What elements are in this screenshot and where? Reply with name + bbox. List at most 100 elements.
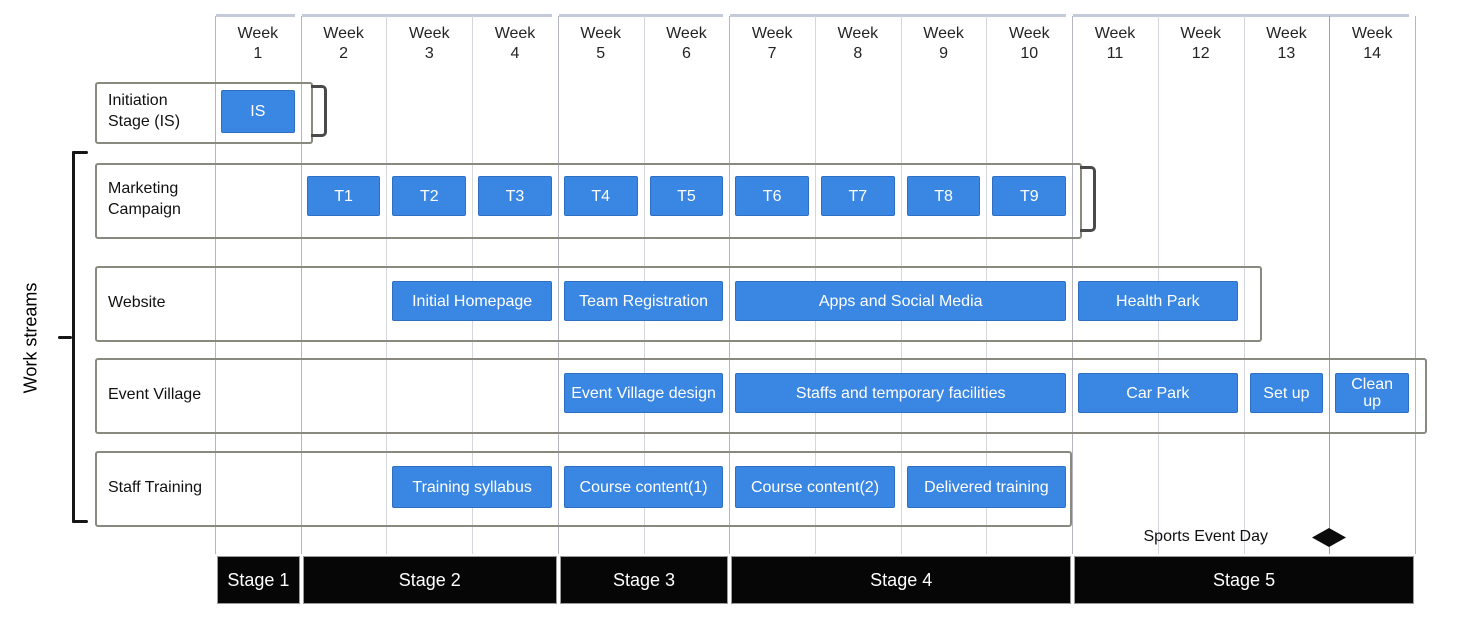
task-bar: T8: [906, 176, 981, 216]
task-bar: Clean up: [1335, 373, 1409, 413]
week-header: Week 10: [986, 24, 1072, 64]
stage-bar: Stage 3: [559, 556, 729, 604]
week-header-number: 11: [1106, 45, 1124, 62]
work-stream-label: Staff Training: [108, 478, 202, 496]
task-bar: T3: [478, 176, 552, 216]
week-header-unit: Week: [580, 25, 621, 42]
week-header-number: 7: [767, 45, 777, 62]
stage-cap-line: [558, 14, 724, 17]
work-stream-row-box: [95, 82, 313, 144]
bracket-vertical-line: [72, 151, 75, 523]
stage-cap-line: [730, 14, 1067, 17]
week-header: Week 12: [1158, 24, 1244, 64]
task-bar: T5: [649, 176, 724, 216]
stage-bar: Stage 2: [302, 556, 557, 604]
task-bar: Set up: [1249, 373, 1324, 413]
week-gridline: [1415, 16, 1416, 554]
task-bar: T2: [392, 176, 467, 216]
week-header-number: 9: [939, 45, 948, 62]
week-header: Week 9: [901, 24, 987, 64]
stage-bar: Stage 5: [1074, 556, 1414, 604]
week-gridline: [557, 16, 559, 554]
stage-cap-line: [301, 14, 552, 17]
week-header-unit: Week: [237, 25, 279, 42]
task-bar: Initial Homepage: [392, 281, 552, 321]
stage-bar: Stage 1: [217, 556, 300, 604]
task-bar: Delivered training: [906, 466, 1067, 508]
week-header-number: 12: [1191, 45, 1210, 62]
week-header: Week 8: [815, 24, 901, 64]
bracket-top-nub: [72, 151, 88, 154]
week-header-number: 8: [853, 45, 863, 62]
week-gridline: [300, 16, 302, 554]
task-bar: Event Village design: [563, 373, 724, 413]
week-header-unit: Week: [1266, 25, 1307, 42]
week-header-number: 2: [339, 45, 348, 62]
week-gridline: [386, 16, 388, 554]
week-gridline: [215, 16, 216, 554]
week-header-number: 13: [1277, 45, 1296, 62]
week-header-unit: Week: [1094, 25, 1136, 42]
week-gridline: [1329, 16, 1331, 554]
week-header-unit: Week: [1008, 25, 1050, 42]
week-header-unit: Week: [666, 25, 707, 42]
stage-bar: Stage 4: [731, 556, 1072, 604]
week-header-unit: Week: [494, 25, 536, 42]
work-stream-label: Initiation Stage (IS): [108, 92, 181, 130]
milestone-diamond-icon: [1312, 528, 1346, 547]
task-bar: Health Park: [1078, 281, 1238, 321]
task-bar: T6: [735, 176, 809, 216]
week-header-unit: Week: [1351, 25, 1393, 42]
week-header-unit: Week: [751, 25, 793, 42]
week-header: Week 3: [386, 24, 472, 64]
week-header: Week 6: [644, 24, 730, 64]
task-bar: Apps and Social Media: [735, 281, 1067, 321]
week-header-unit: Week: [837, 25, 879, 42]
week-header: Week 2: [301, 24, 387, 64]
work-stream-row-box: [95, 163, 1083, 239]
week-header-number: 1: [253, 45, 263, 62]
week-header: Week 7: [729, 24, 815, 64]
bracket-bottom-nub: [72, 520, 88, 523]
week-header-unit: Week: [408, 25, 450, 42]
task-bar: IS: [221, 90, 295, 133]
week-header: Week 5: [558, 24, 644, 64]
task-bar: Course content(1): [563, 466, 724, 508]
task-bar: Course content(2): [735, 466, 895, 508]
task-bar: Car Park: [1078, 373, 1238, 413]
bracket-mid-tick: [58, 336, 72, 339]
stage-cap-line: [1073, 14, 1409, 17]
work-stream-label: Website: [108, 293, 166, 311]
work-stream-row-box: [95, 358, 1427, 434]
work-stream-row-box: [95, 451, 1073, 527]
week-header-unit: Week: [1180, 25, 1221, 42]
week-header-unit: Week: [923, 25, 964, 42]
week-gridline: [729, 16, 731, 554]
week-header-number: 10: [1020, 45, 1039, 62]
week-header-number: 14: [1363, 45, 1382, 62]
task-bar: Staffs and temporary facilities: [735, 373, 1067, 413]
week-header-unit: Week: [323, 25, 364, 42]
task-bar: Team Registration: [563, 281, 724, 321]
row-end-bracket: [1080, 166, 1097, 232]
week-header-number: 5: [596, 45, 606, 62]
stage-cap-line: [216, 14, 295, 17]
week-header-number: 3: [424, 45, 434, 62]
week-header-number: 6: [681, 45, 691, 62]
row-end-bracket: [310, 85, 327, 137]
week-gridline: [1072, 16, 1074, 554]
work-stream-label: Event Village: [108, 385, 202, 403]
task-bar: T1: [306, 176, 381, 216]
milestone-label: Sports Event Day: [1143, 528, 1269, 545]
work-stream-label: Marketing Campaign: [108, 180, 181, 218]
task-bar: T7: [821, 176, 895, 216]
work-stream-row-box: [95, 266, 1262, 342]
week-header: Week 13: [1244, 24, 1330, 64]
task-bar: T9: [992, 176, 1067, 216]
week-gridline: [1243, 16, 1245, 554]
task-bar: T4: [563, 176, 638, 216]
task-bar: Training syllabus: [392, 466, 552, 508]
